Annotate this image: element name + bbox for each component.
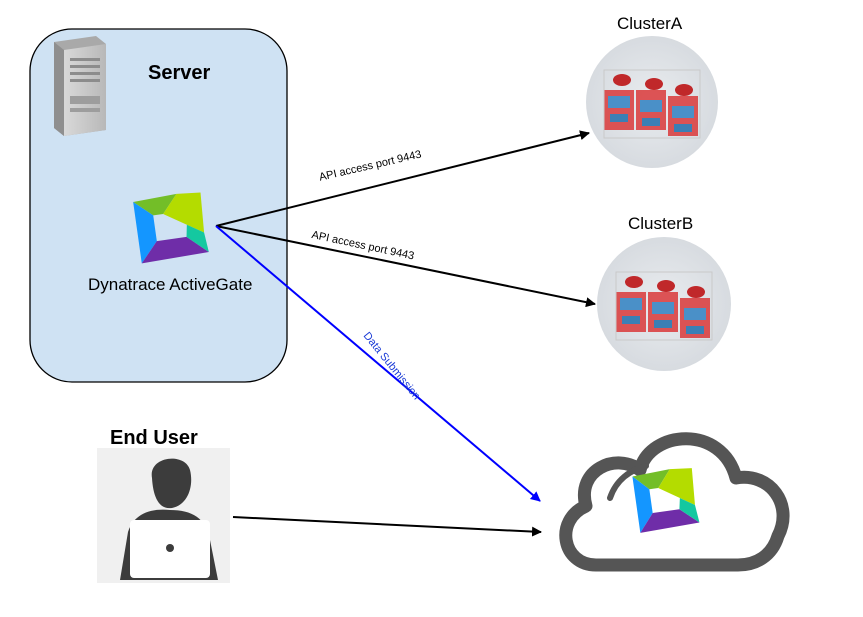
end-user-title: End User (110, 427, 198, 449)
arrow-to-cluster-a (215, 130, 590, 227)
arrow-data-submission (215, 225, 541, 502)
cluster-b-icon (597, 237, 731, 371)
server-tower-icon (54, 36, 106, 136)
dynatrace-cloud-icon (559, 432, 790, 572)
server-title: Server (148, 62, 211, 84)
dynatrace-logo-icon (133, 192, 209, 264)
cluster-b-label: ClusterB (628, 214, 694, 233)
end-user-icon (97, 448, 230, 583)
arrow-to-cluster-b (215, 225, 596, 308)
activegate-label: Dynatrace ActiveGate (88, 275, 253, 294)
arrow-end-user-to-cloud (232, 516, 542, 537)
cluster-a-icon (586, 36, 718, 168)
cluster-a-label: ClusterA (617, 14, 683, 33)
